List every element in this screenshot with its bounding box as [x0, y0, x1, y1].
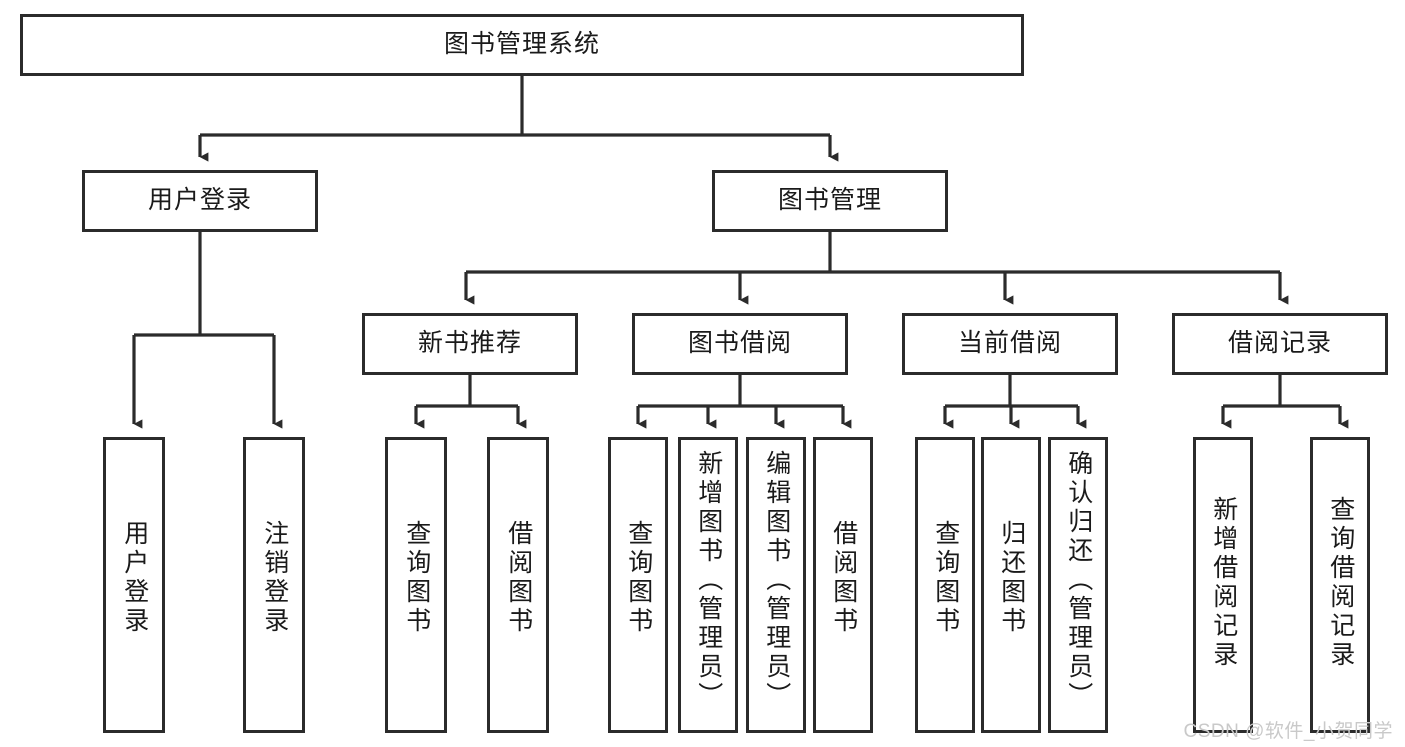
node-leaf-query-borrow-record[interactable]: 查询借阅记录 [1310, 437, 1370, 733]
node-leaf-edit-book-admin[interactable]: 编辑图书（管理员） [746, 437, 806, 733]
node-label: 归还图书 [997, 520, 1026, 636]
node-label: 新书推荐 [417, 329, 522, 358]
node-label: 新增图书（管理员） [694, 450, 723, 711]
node-leaf-return-book[interactable]: 归还图书 [981, 437, 1041, 733]
node-label: 确认归还（管理员） [1064, 450, 1093, 711]
node-label: 当前借阅 [957, 329, 1062, 358]
node-book-manage[interactable]: 图书管理 [712, 170, 948, 232]
node-leaf-add-book-admin[interactable]: 新增图书（管理员） [678, 437, 738, 733]
node-label: 查询图书 [624, 520, 653, 636]
node-borrow-record[interactable]: 借阅记录 [1172, 313, 1388, 375]
node-label: 查询借阅记录 [1326, 496, 1355, 670]
node-leaf-borrow-book-1[interactable]: 借阅图书 [487, 437, 549, 733]
node-label: 用户登录 [120, 520, 149, 636]
node-label: 借阅记录 [1227, 329, 1332, 358]
node-label: 注销登录 [260, 520, 289, 636]
node-leaf-query-book-3[interactable]: 查询图书 [915, 437, 975, 733]
node-leaf-user-login[interactable]: 用户登录 [103, 437, 165, 733]
node-user-login[interactable]: 用户登录 [82, 170, 318, 232]
node-leaf-logout-login[interactable]: 注销登录 [243, 437, 305, 733]
node-leaf-query-book-2[interactable]: 查询图书 [608, 437, 668, 733]
node-leaf-query-book-1[interactable]: 查询图书 [385, 437, 447, 733]
node-label: 图书借阅 [687, 329, 792, 358]
node-leaf-borrow-book-2[interactable]: 借阅图书 [813, 437, 873, 733]
node-label: 编辑图书（管理员） [762, 450, 791, 711]
node-label: 用户登录 [147, 186, 252, 215]
node-leaf-confirm-return-admin[interactable]: 确认归还（管理员） [1048, 437, 1108, 733]
node-label: 图书管理 [777, 186, 882, 215]
node-leaf-add-borrow-record[interactable]: 新增借阅记录 [1193, 437, 1253, 733]
node-label: 查询图书 [402, 520, 431, 636]
node-root-system[interactable]: 图书管理系统 [20, 14, 1024, 76]
node-label: 查询图书 [931, 520, 960, 636]
node-label: 图书管理系统 [443, 30, 600, 59]
node-label: 借阅图书 [504, 520, 533, 636]
node-new-book-recommend[interactable]: 新书推荐 [362, 313, 578, 375]
node-label: 借阅图书 [829, 520, 858, 636]
node-book-borrow[interactable]: 图书借阅 [632, 313, 848, 375]
node-current-borrow[interactable]: 当前借阅 [902, 313, 1118, 375]
node-label: 新增借阅记录 [1209, 496, 1238, 670]
